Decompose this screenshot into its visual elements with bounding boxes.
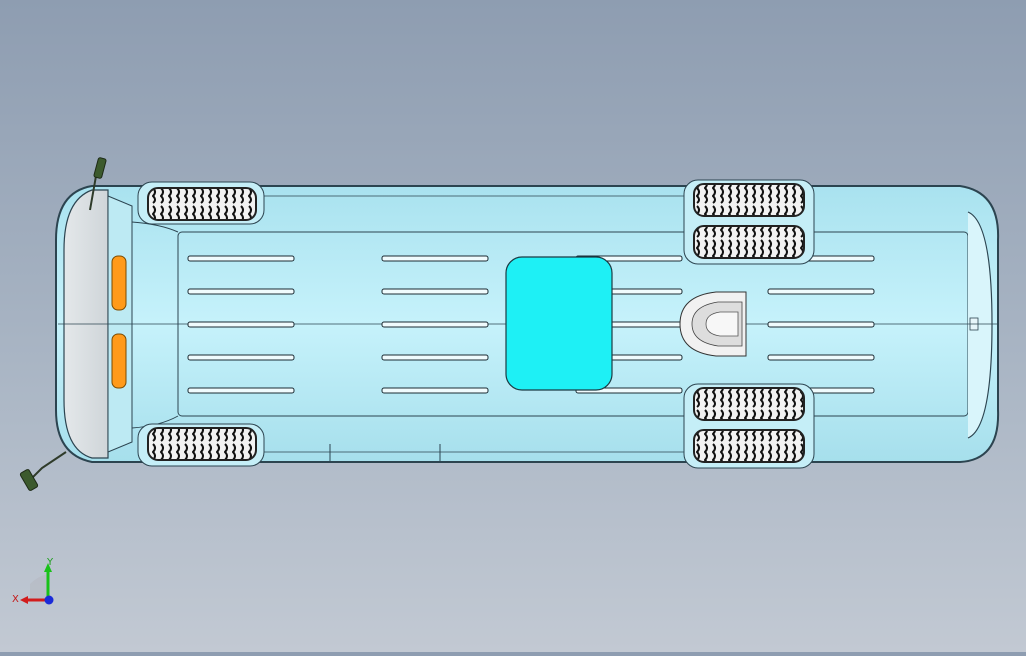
mirror-right <box>19 451 67 491</box>
roof-hatch[interactable] <box>505 256 613 391</box>
x-axis-label: X <box>12 594 19 605</box>
front-indicator-left <box>111 255 127 311</box>
wheel-front-left <box>137 181 265 225</box>
front-indicator-right <box>111 333 127 389</box>
roof-vent-icon <box>679 291 747 357</box>
wheel-rear-right <box>683 383 815 469</box>
wheel-front-right <box>137 423 265 467</box>
axis-triad-icon[interactable]: Y X <box>12 557 54 605</box>
wheel-rear-left <box>683 179 815 265</box>
y-axis-label: Y <box>46 557 54 568</box>
mirror-left <box>89 157 107 211</box>
wheels <box>137 179 815 469</box>
